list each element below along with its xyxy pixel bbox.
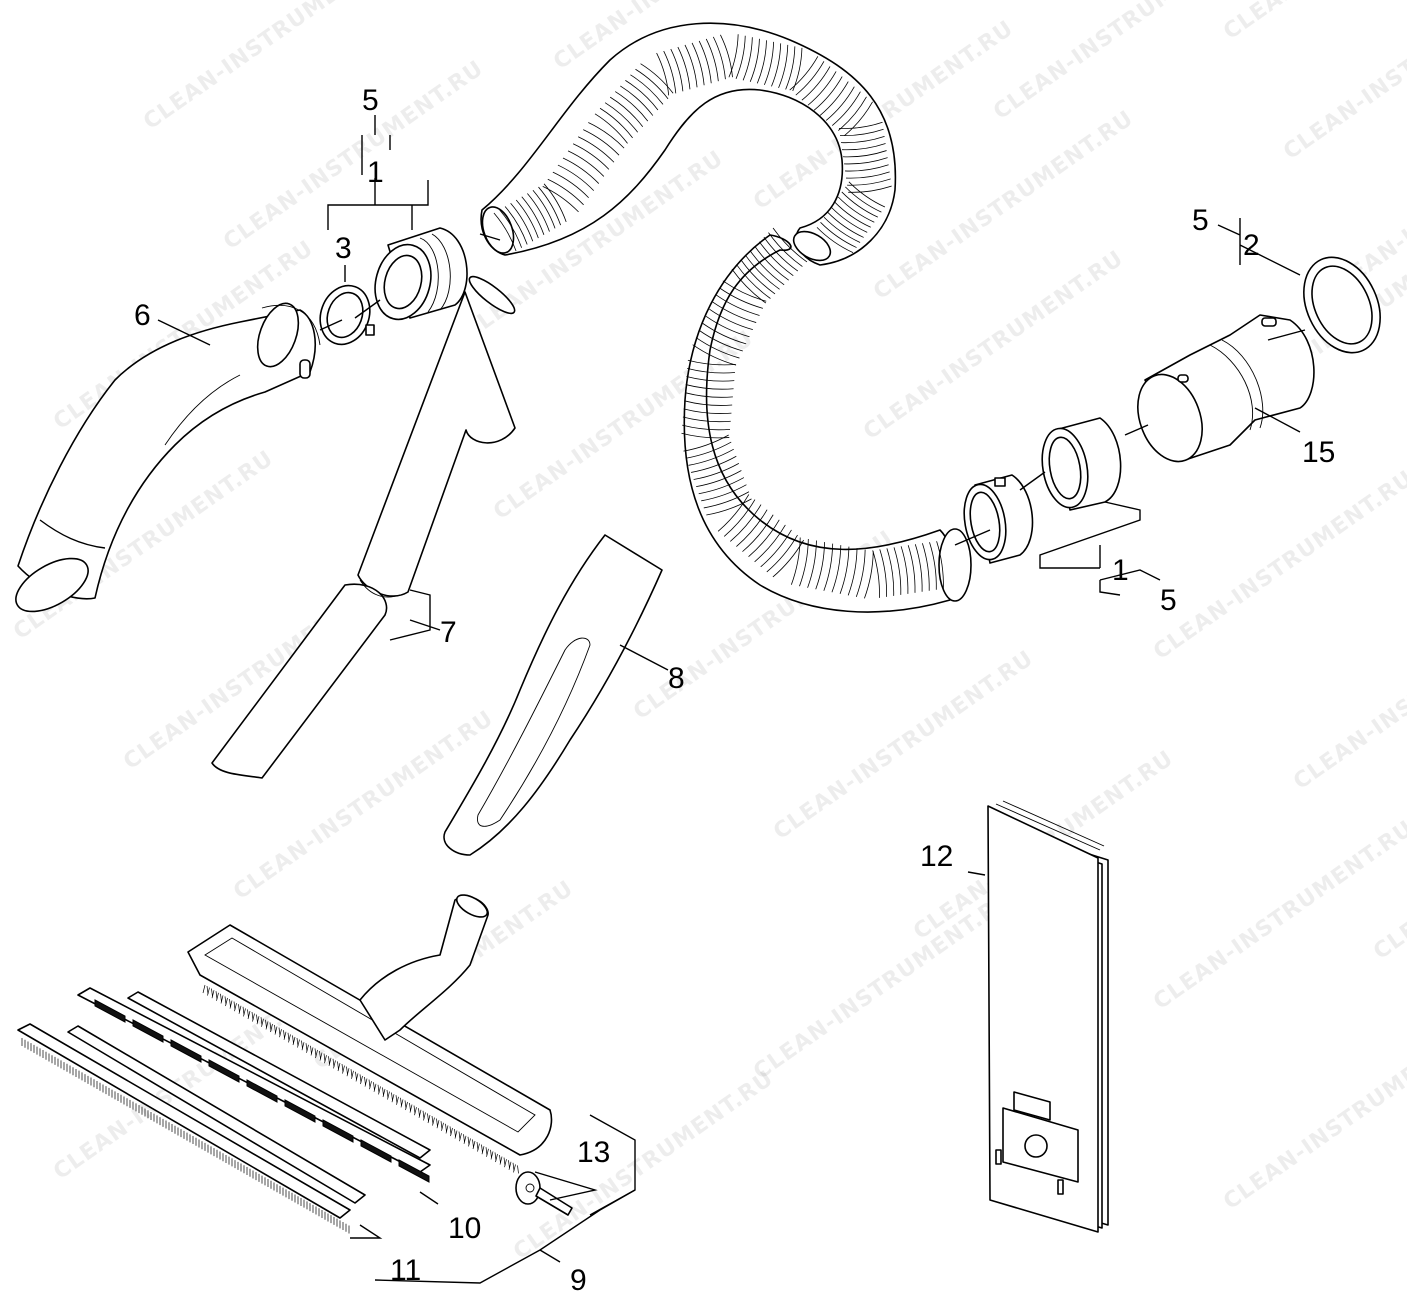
label-5-right: 5 — [1192, 204, 1209, 237]
part-hose — [480, 22, 972, 613]
watermark-text: CLEAN-INSTRUMENT.RU — [1149, 466, 1407, 665]
part-12-filter-bag — [987, 800, 1109, 1233]
part-8-crevice-tool — [443, 534, 663, 856]
label-7: 7 — [440, 616, 457, 649]
part-11-rubber-strips — [17, 1023, 366, 1234]
label-9: 9 — [570, 1264, 587, 1297]
label-13: 13 — [577, 1136, 610, 1169]
label-1-bottom: 1 — [1112, 554, 1129, 587]
watermark-text: CLEAN-INSTRUMENT.RU — [1289, 596, 1407, 795]
label-10: 10 — [448, 1212, 481, 1245]
watermark-text: CLEAN-INSTRUMENT.RU — [1219, 1016, 1407, 1215]
watermark-text: CLEAN-INSTRUMENT.RU — [1219, 0, 1407, 45]
hose-ribs — [493, 34, 944, 599]
label-5-bottom: 5 — [1160, 584, 1177, 617]
label-11: 11 — [390, 1254, 421, 1287]
nozzle-bristles — [202, 984, 519, 1174]
part-7-tubes — [211, 275, 516, 779]
part-9-floor-nozzle — [187, 894, 553, 1174]
part-labels: 5 1 3 6 7 8 5 2 15 1 5 12 13 10 11 9 — [134, 84, 1335, 1297]
label-12: 12 — [920, 840, 953, 873]
part-6-handle — [15, 302, 321, 613]
label-15: 15 — [1302, 436, 1335, 469]
label-5-top: 5 — [362, 84, 379, 117]
label-1-top: 1 — [367, 156, 384, 189]
part-1-bottom-cuffs — [963, 417, 1122, 564]
label-3: 3 — [335, 232, 352, 265]
watermark-text: CLEAN-INSTRUMENT.RU — [1149, 816, 1407, 1015]
part-15-adapter — [1137, 314, 1315, 463]
watermark-text: CLEAN-INSTRUMENT.RU — [219, 56, 488, 255]
part-1-top-connector — [374, 227, 468, 321]
part-3-ring — [319, 284, 375, 346]
label-8: 8 — [668, 662, 685, 695]
label-2: 2 — [1243, 229, 1260, 262]
part-13-wheel — [515, 1171, 573, 1216]
brush-strip-teeth — [94, 999, 430, 1183]
part-10-brush-strips — [77, 987, 431, 1183]
watermark-text: CLEAN-INSTRUMENT.RU — [1279, 0, 1407, 165]
watermark-text: CLEAN-INSTRUMENT.RU — [749, 886, 1018, 1085]
label-6: 6 — [134, 299, 151, 332]
part-2-ring — [1303, 256, 1381, 354]
watermark-text: CLEAN-INSTRUMENT.RU — [509, 1066, 778, 1265]
rubber-strip-teeth — [21, 1038, 350, 1234]
leader-lines — [157, 115, 1306, 1284]
